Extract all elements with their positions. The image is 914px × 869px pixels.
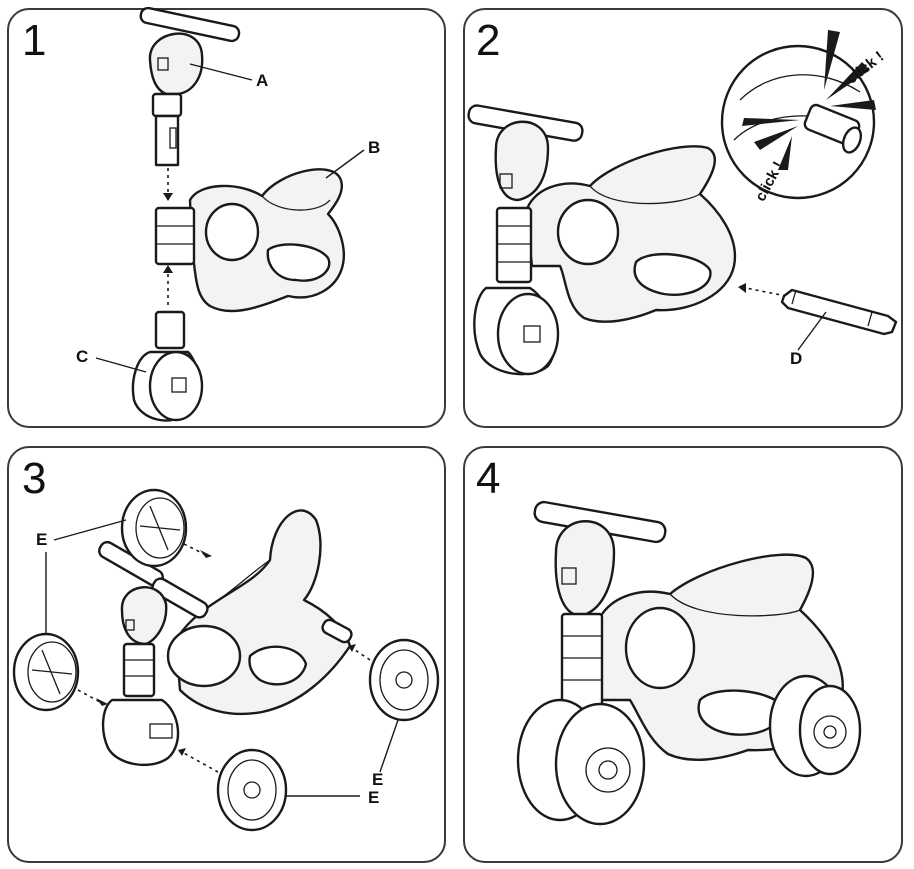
leader-d (797, 311, 827, 351)
step-number-3: 3 (22, 454, 47, 503)
step-number-2: 2 (476, 16, 501, 65)
step3-bike-upside-down (98, 509, 353, 766)
leader-a (189, 63, 253, 81)
label-part-d: D (790, 349, 803, 368)
step2-axle-part-d (780, 288, 898, 336)
leader-c (95, 357, 147, 373)
step1-arrow-c-to-b (163, 265, 173, 305)
step-number-4: 4 (476, 454, 501, 503)
step3-wheel-top-e (120, 488, 188, 568)
step3-arrows (77, 543, 371, 773)
leader-e-top (53, 519, 127, 541)
step2-click-callout: click ! click ! (720, 30, 887, 204)
step1-arrow-a-to-b (163, 168, 173, 201)
leader-b (325, 149, 365, 179)
step1-front-wheel-part-c (131, 310, 204, 422)
label-part-b: B (368, 138, 381, 157)
label-part-e-bottom: E (368, 788, 380, 807)
label-part-e-top: E (36, 530, 48, 549)
step2-arrow-d (738, 283, 787, 297)
click-label-top: click ! (843, 48, 887, 88)
step4-finished-bike (516, 500, 862, 826)
step3-wheel-left-e (12, 632, 80, 712)
label-part-a: A (256, 71, 269, 90)
step1-frame-part-b (154, 168, 345, 313)
step1-handlebar-part-a (139, 6, 241, 167)
step3-wheel-bottom-e (216, 748, 288, 832)
label-part-c: C (76, 347, 89, 366)
step-number-1: 1 (22, 16, 47, 65)
label-part-e-right: E (372, 770, 384, 789)
leader-e-right (379, 719, 399, 773)
step2-bike-assembled-front (467, 104, 737, 376)
step3-wheel-right-e (368, 638, 440, 722)
